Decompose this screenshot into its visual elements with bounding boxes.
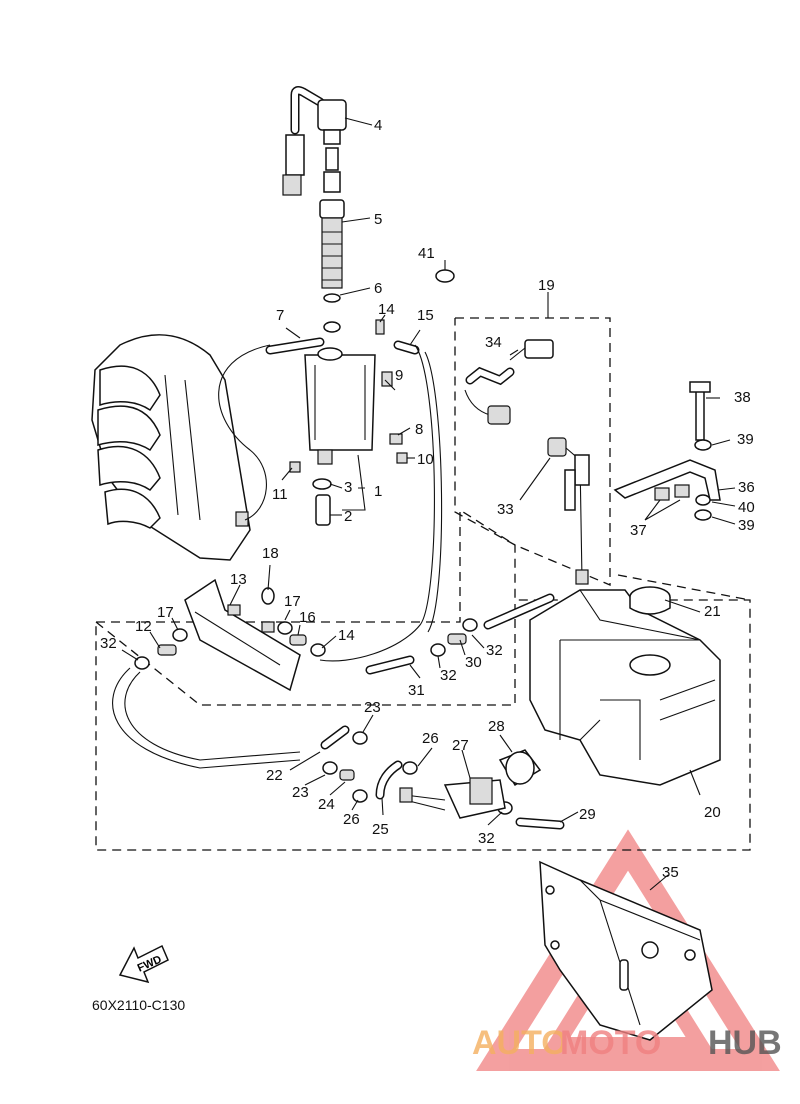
callout-28: 28 xyxy=(488,718,505,735)
callout-34: 34 xyxy=(485,334,502,351)
callout-32c: 32 xyxy=(440,667,457,684)
callout-19: 19 xyxy=(538,277,555,294)
callout-22: 22 xyxy=(266,767,283,784)
tank-strap-bracket xyxy=(613,381,721,521)
callout-39b: 39 xyxy=(738,517,755,534)
callout-41: 41 xyxy=(418,245,435,262)
callout-32b: 32 xyxy=(486,642,503,659)
callout-26b: 26 xyxy=(343,811,360,828)
callout-24: 24 xyxy=(318,796,335,813)
callout-39a: 39 xyxy=(737,431,754,448)
callout-1: 1 xyxy=(374,483,382,500)
callout-17b: 17 xyxy=(157,604,174,621)
wire-harness-boundary xyxy=(454,317,611,586)
filler-neck-assembly xyxy=(282,86,347,333)
watermark-part2: MOTO xyxy=(560,1024,661,1062)
fuel-sender-wiring xyxy=(464,339,590,585)
callout-20: 20 xyxy=(704,804,721,821)
callout-36: 36 xyxy=(738,479,755,496)
watermark-part1: AUTO xyxy=(472,1024,568,1062)
callout-21: 21 xyxy=(704,603,721,620)
callout-27: 27 xyxy=(452,737,469,754)
tank-mounting-bracket xyxy=(539,860,713,1041)
callout-15: 15 xyxy=(417,307,434,324)
callout-14a: 14 xyxy=(378,301,395,318)
fwd-arrow-icon: FWD xyxy=(118,944,169,984)
watermark-text: AUTO MOTO HUB xyxy=(472,1024,782,1062)
callout-30: 30 xyxy=(465,654,482,671)
leader-lines xyxy=(121,117,736,891)
callout-23a: 23 xyxy=(364,699,381,716)
callout-32d: 32 xyxy=(478,830,495,847)
callout-32a: 32 xyxy=(100,635,117,652)
fuel-pump xyxy=(399,749,542,819)
callout-31: 31 xyxy=(408,682,425,699)
callout-2: 2 xyxy=(344,508,352,525)
callout-40: 40 xyxy=(738,499,755,516)
fuel-tank xyxy=(529,586,721,786)
callout-25: 25 xyxy=(372,821,389,838)
callout-37: 37 xyxy=(630,522,647,539)
callout-4: 4 xyxy=(374,117,382,134)
clips-and-fittings xyxy=(134,269,513,815)
diagram-code: 60X2110-C130 xyxy=(92,997,185,1013)
callout-23b: 23 xyxy=(292,784,309,801)
fuel-hoses xyxy=(112,337,565,830)
callout-14b: 14 xyxy=(338,627,355,644)
callout-18: 18 xyxy=(262,545,279,562)
callout-3: 3 xyxy=(344,479,352,496)
callout-8: 8 xyxy=(415,421,423,438)
callout-17a: 17 xyxy=(284,593,301,610)
callout-26a: 26 xyxy=(422,730,439,747)
callout-33: 33 xyxy=(497,501,514,518)
callout-12: 12 xyxy=(135,618,152,635)
callout-9: 9 xyxy=(395,367,403,384)
callout-38: 38 xyxy=(734,389,751,406)
callout-16: 16 xyxy=(299,609,316,626)
bracket-plate xyxy=(184,578,301,692)
watermark-part3: HUB xyxy=(708,1024,782,1062)
callout-13: 13 xyxy=(230,571,247,588)
callout-labels: 4 5 41 19 6 7 14 15 34 9 38 8 39 10 3 1 … xyxy=(100,117,755,881)
callout-10: 10 xyxy=(417,451,434,468)
callout-11: 11 xyxy=(272,486,288,503)
callout-6: 6 xyxy=(374,280,382,297)
fuel-assembly-boundary xyxy=(95,508,751,851)
callout-5: 5 xyxy=(374,211,382,228)
callout-35: 35 xyxy=(662,864,679,881)
vapor-separator xyxy=(289,319,408,526)
callout-29: 29 xyxy=(579,806,596,823)
engine-block xyxy=(91,334,251,561)
callout-7: 7 xyxy=(276,307,284,324)
